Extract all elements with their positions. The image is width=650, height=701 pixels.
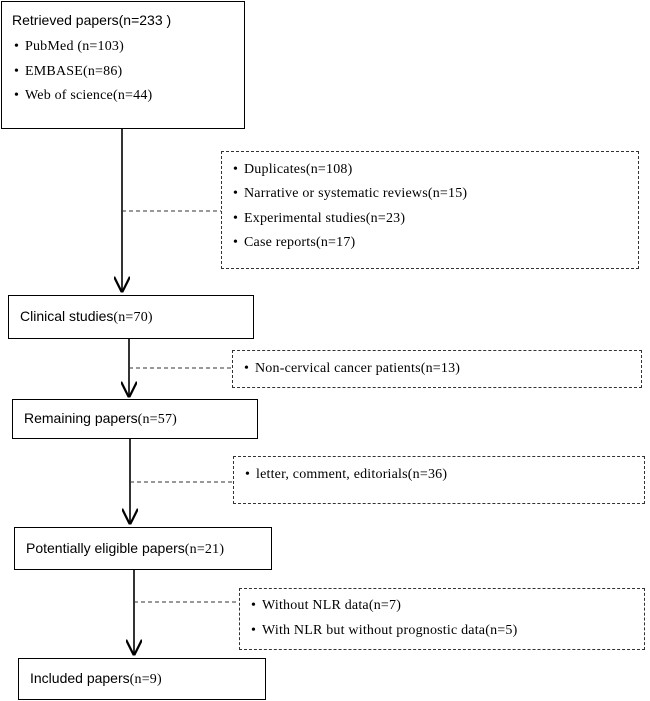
list-item: •Experimental studies(n=23) [233,211,406,226]
list-item: •letter, comment, editorials(n=36) [245,467,448,482]
list-item: •Non-cervical cancer patients(n=13) [244,361,461,376]
clinical-count: (n=70) [113,310,153,325]
eligible-count: (n=21) [184,542,225,557]
list-item: •Case reports(n=17) [233,235,356,250]
eligible-title: Potentially eligible papers [26,540,185,556]
included-count: (n=9) [129,672,162,687]
clinical-title: Clinical studies [20,308,114,324]
list-item: •EMBASE(n=86) [14,64,123,79]
remaining-papers-box: Remaining papers(n=57) [12,399,258,439]
remaining-count: (n=57) [137,412,178,427]
retrieved-title: Retrieved papers [12,12,119,28]
exclusion-box-4: •Without NLR data(n=7) •With NLR but wit… [239,588,645,650]
eligible-papers-box: Potentially eligible papers(n=21) [14,527,272,570]
retrieved-papers-box: Retrieved papers(n=233 ) •PubMed (n=103)… [1,1,245,129]
list-item: •Without NLR data(n=7) [251,598,402,613]
list-item: •Duplicates(n=108) [233,162,353,177]
retrieved-count: (n=233 ) [118,12,172,28]
list-item: •PubMed (n=103) [14,39,124,54]
list-item: •With NLR but without prognostic data(n=… [251,623,518,638]
included-papers-box: Included papers(n=9) [18,658,266,700]
list-item: •Web of science(n=44) [14,88,153,103]
list-item: •Narrative or systematic reviews(n=15) [233,186,468,201]
exclusion-box-1: •Duplicates(n=108) •Narrative or systema… [221,151,639,269]
exclusion-box-3: •letter, comment, editorials(n=36) [233,456,645,504]
clinical-studies-box: Clinical studies(n=70) [8,295,254,339]
remaining-title: Remaining papers [24,410,138,426]
included-title: Included papers [30,670,130,686]
exclusion-box-2: •Non-cervical cancer patients(n=13) [232,350,642,388]
